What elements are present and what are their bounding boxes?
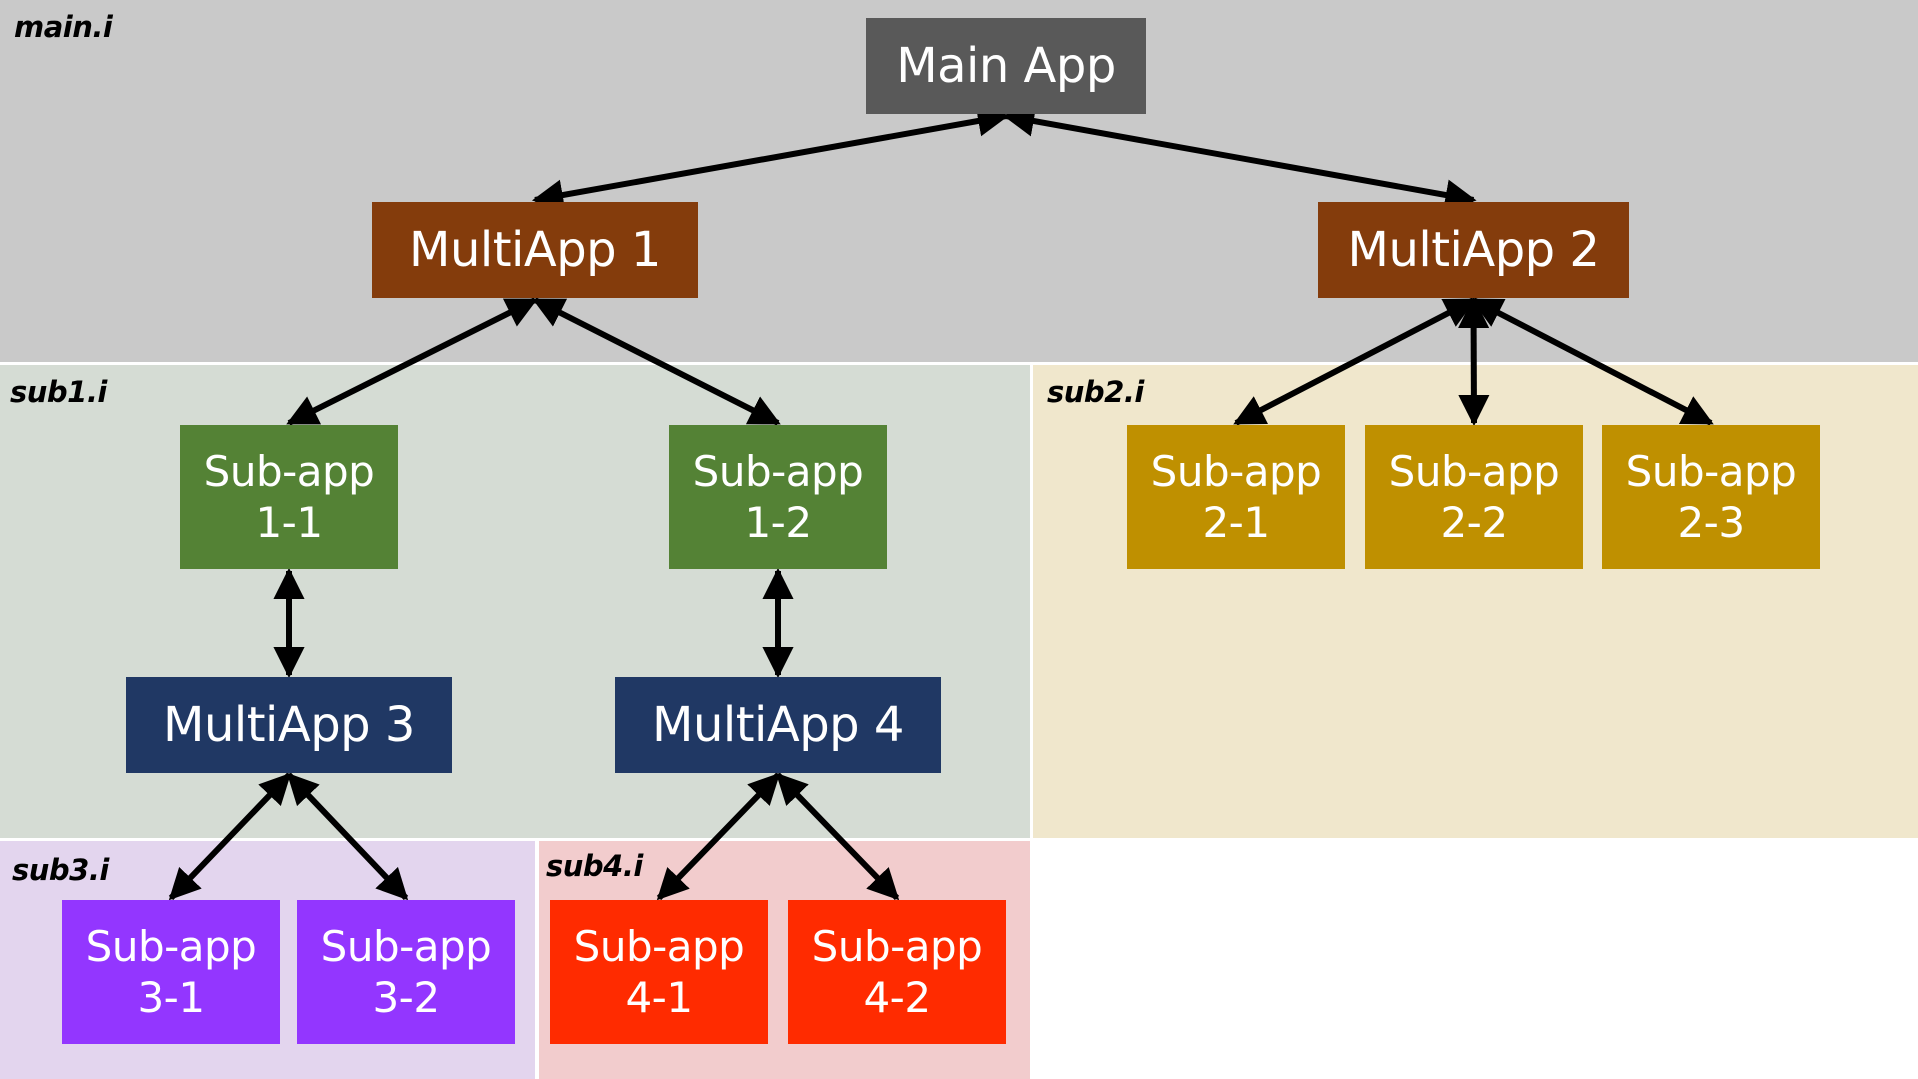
subapp-3-2-line2: 3-2 <box>372 973 440 1022</box>
subapp-2-3-line1: Sub-app <box>1625 446 1797 496</box>
link-arrow-multiapp-4-to-subapp-4-2 <box>775 772 900 901</box>
subapp-2-1-line1: Sub-app <box>1150 446 1322 496</box>
subapp-4-1-line2: 4-1 <box>625 973 693 1022</box>
subapp-1-1-node: Sub-app 1-1 <box>180 425 398 569</box>
link-arrow-main-app-to-multiapp-1 <box>531 105 1010 211</box>
link-arrow-multiapp-1-to-subapp-1-1 <box>286 297 538 426</box>
multiapp-4-node: MultiApp 4 <box>615 677 941 773</box>
subapp-1-1-line2: 1-1 <box>255 498 323 547</box>
subapp-2-3-line2: 2-3 <box>1677 498 1745 547</box>
subapp-2-2-node: Sub-app 2-2 <box>1365 425 1583 569</box>
subapp-4-2-line1: Sub-app <box>811 921 983 971</box>
link-arrow-multiapp-4-to-subapp-4-1 <box>656 772 781 901</box>
region-label-sub3: sub3.i <box>12 853 109 887</box>
subapp-1-2-node: Sub-app 1-2 <box>669 425 887 569</box>
subapp-3-1-line1: Sub-app <box>85 921 257 971</box>
subapp-3-1-line2: 3-1 <box>137 973 205 1022</box>
multiapp-3-label: MultiApp 3 <box>163 696 415 753</box>
link-arrow-multiapp-3-to-subapp-3-2 <box>286 772 409 901</box>
link-arrow-multiapp-3-to-subapp-3-1 <box>168 772 292 901</box>
subapp-2-2-line2: 2-2 <box>1440 498 1508 547</box>
subapp-2-1-node: Sub-app 2-1 <box>1127 425 1345 569</box>
subapp-4-2-line2: 4-2 <box>863 973 931 1022</box>
subapp-4-2-node: Sub-app 4-2 <box>788 900 1006 1044</box>
main-app-label: Main App <box>896 37 1116 94</box>
subapp-2-2-line1: Sub-app <box>1388 446 1560 496</box>
subapp-2-1-line2: 2-1 <box>1202 498 1270 547</box>
subapp-1-1-line1: Sub-app <box>203 446 375 496</box>
subapp-4-1-node: Sub-app 4-1 <box>550 900 768 1044</box>
link-arrow-multiapp-2-to-subapp-2-1 <box>1233 297 1477 426</box>
region-label-sub1: sub1.i <box>10 375 107 409</box>
multiapp-3-node: MultiApp 3 <box>126 677 452 773</box>
main-app-node: Main App <box>866 18 1146 114</box>
multiapp-2-label: MultiApp 2 <box>1347 221 1600 278</box>
subapp-3-2-line1: Sub-app <box>320 921 492 971</box>
region-label-sub2: sub2.i <box>1047 375 1144 409</box>
link-arrow-multiapp-1-to-subapp-1-2 <box>532 297 781 426</box>
subapp-2-3-node: Sub-app 2-3 <box>1602 425 1820 569</box>
subapp-3-2-node: Sub-app 3-2 <box>297 900 515 1044</box>
link-arrow-multiapp-2-to-subapp-2-2 <box>1458 296 1490 427</box>
region-label-sub4: sub4.i <box>546 849 643 883</box>
link-arrow-multiapp-2-to-subapp-2-3 <box>1470 297 1714 426</box>
region-label-main: main.i <box>14 10 113 44</box>
multiapp-4-label: MultiApp 4 <box>652 696 904 753</box>
multiapp-2-node: MultiApp 2 <box>1318 202 1629 298</box>
multiapp-1-node: MultiApp 1 <box>372 202 698 298</box>
subapp-1-2-line1: Sub-app <box>692 446 864 496</box>
subapp-4-1-line1: Sub-app <box>573 921 745 971</box>
subapp-3-1-node: Sub-app 3-1 <box>62 900 280 1044</box>
subapp-1-2-line2: 1-2 <box>744 498 812 547</box>
multiapp-1-label: MultiApp 1 <box>409 221 661 278</box>
link-arrow-main-app-to-multiapp-2 <box>1002 105 1477 211</box>
